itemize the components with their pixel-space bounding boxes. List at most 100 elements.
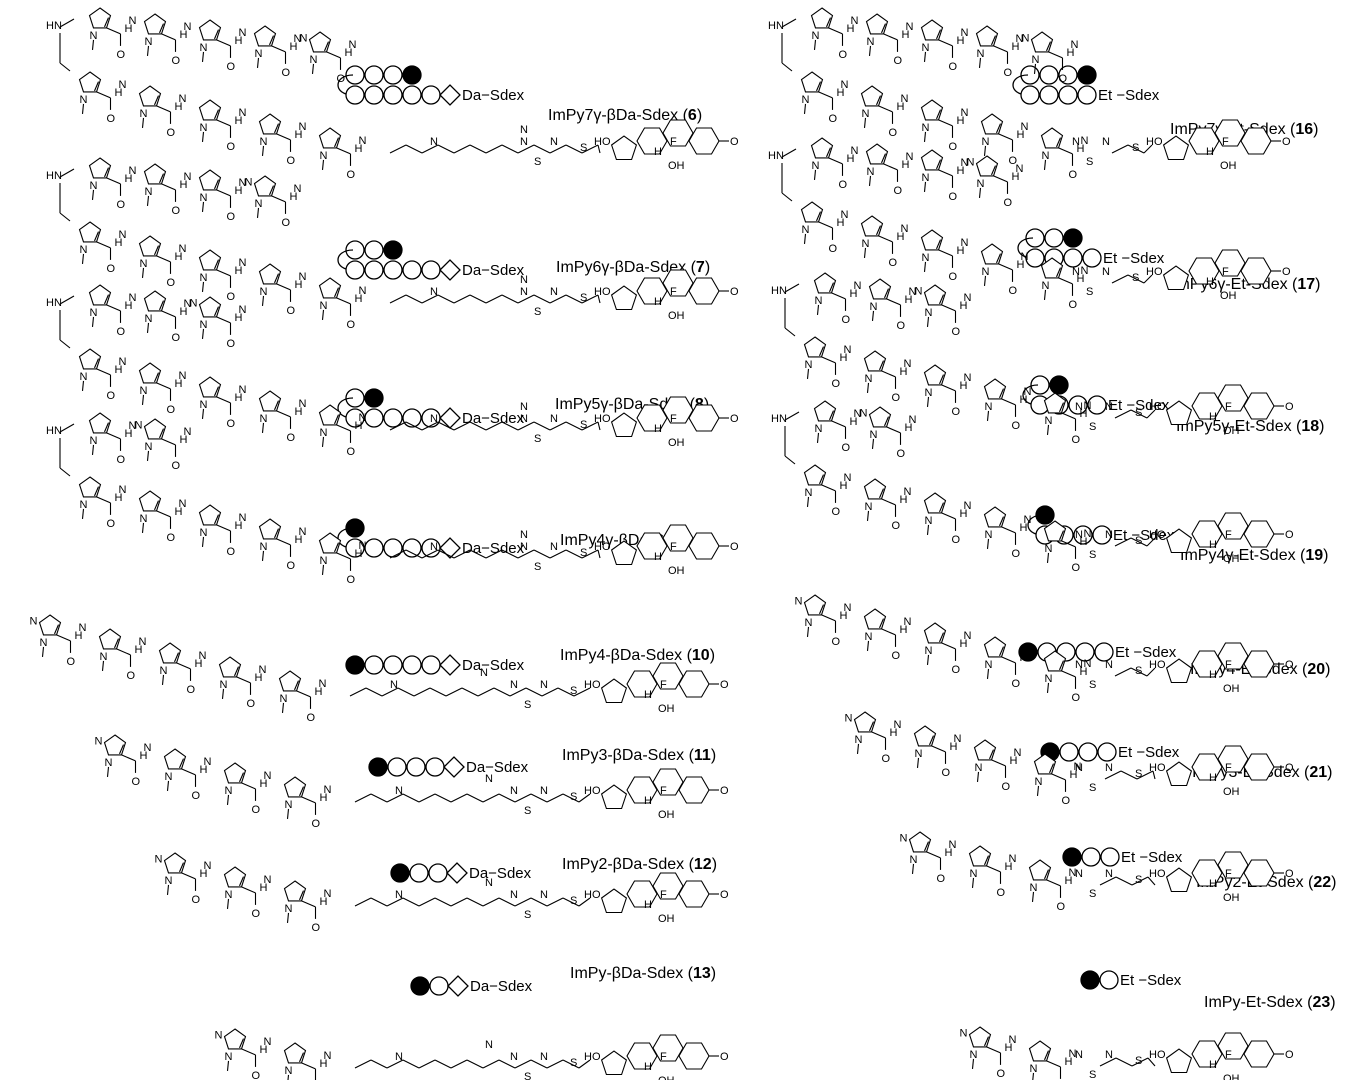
pyrrole-circle [1058, 65, 1078, 85]
thiourea-n: N [1075, 762, 1083, 774]
amide-h: H [1020, 394, 1028, 406]
amide-n: N [259, 664, 267, 676]
amide-h: H [195, 658, 203, 670]
pyrrole-ring [78, 348, 102, 370]
amide-h: H [1077, 273, 1085, 285]
double-bond [103, 294, 110, 305]
linker-bond [509, 687, 527, 697]
ring-nitrogen: N [320, 555, 328, 567]
n-methyl [201, 408, 205, 419]
amide-h: H [355, 420, 363, 432]
compound-name: ImPy3-βDa-Sdex (11) [562, 747, 716, 764]
amide-bond [828, 27, 843, 35]
pyrrole-circle [1058, 85, 1078, 105]
pyrrole-circle [345, 240, 365, 260]
ring-nitrogen: N [285, 799, 293, 811]
ring-nitrogen: N [812, 30, 820, 42]
n-methyl [978, 57, 982, 68]
pyrrole-ring [923, 492, 947, 514]
ketone-oxygen: O [1285, 401, 1294, 413]
linker-bond [421, 144, 439, 154]
pyrrole-circle [1099, 970, 1119, 990]
linker-bond [1099, 1057, 1117, 1067]
double-bond [1058, 530, 1065, 541]
pyrrole-ring [138, 85, 162, 107]
hydroxyl: OH [658, 913, 675, 925]
gamma-nh: HN [46, 425, 62, 437]
compound-number: 7 [696, 259, 705, 276]
fluorine: F [1225, 401, 1232, 413]
linker-bond [477, 687, 495, 697]
amide-bond [106, 432, 121, 440]
amide-n: N [119, 229, 127, 241]
amide-h: H [295, 406, 303, 418]
steroid-ring-b [652, 662, 684, 690]
ring-nitrogen: N [985, 529, 993, 541]
linker-bond [546, 793, 564, 803]
linker-bond [557, 687, 575, 697]
double-bond [298, 1052, 305, 1063]
steroid-ring-d [610, 135, 638, 161]
amide-n: N [239, 27, 247, 39]
pyrrole-ring [318, 532, 342, 554]
n-methyl [321, 564, 325, 575]
linker-bond [1114, 409, 1132, 419]
ring-nitrogen: N [200, 42, 208, 54]
thioether-s: S [1135, 665, 1142, 677]
pyrrole-ring [143, 290, 167, 312]
steroid-ring-d [610, 412, 638, 438]
n-methyl [986, 410, 990, 421]
amide-h: H [900, 494, 908, 506]
carbonyl-oxygen: O [227, 141, 236, 153]
pyrrole-circle [1063, 248, 1083, 268]
steroid-ring-a [678, 776, 710, 804]
n-methyl [803, 233, 807, 244]
n-methyl [1036, 785, 1040, 796]
gamma-bond [781, 18, 797, 28]
thiourea-s: S [1089, 679, 1096, 691]
linker-bond [450, 897, 468, 907]
amide-n: N [851, 145, 859, 157]
n-methyl [1043, 289, 1047, 300]
n-methyl [1046, 552, 1050, 563]
double-bond [825, 17, 832, 28]
steroid-ring-a [1243, 1040, 1275, 1068]
pyrrole-ring [278, 670, 302, 692]
schematic-suffix: Da−Sdex [469, 865, 532, 882]
amide-h: H [295, 279, 303, 291]
amide-bond [818, 91, 833, 99]
gamma-bond [781, 148, 797, 158]
amide-bond [216, 524, 231, 532]
n-methyl [866, 382, 870, 393]
double-bond [333, 414, 340, 425]
amide-n: N [1081, 265, 1089, 277]
ketone-oxygen: O [730, 413, 739, 425]
linker-bond [386, 1059, 404, 1069]
gamma-bond [59, 168, 75, 178]
double-bond [928, 735, 935, 746]
double-bond [995, 253, 1002, 264]
amide-h: H [115, 492, 123, 504]
linker-bond [402, 897, 420, 907]
ring-nitrogen: N [922, 122, 930, 134]
linker-bond [389, 421, 407, 431]
pyrrole-circle [345, 408, 365, 428]
schematic-cartoon: Et −Sdex [1080, 970, 1182, 990]
schematic-suffix: Da−Sdex [462, 657, 525, 674]
compound-name: ImPy-Et-Sdex (23) [1204, 994, 1336, 1011]
amide-h: H [355, 293, 363, 305]
ring-nitrogen: N [870, 301, 878, 313]
amide-n: N [1084, 658, 1092, 670]
compound-number: 23 [1312, 994, 1330, 1011]
steroid-ring-d [1165, 658, 1193, 684]
ring-h: H [1209, 772, 1217, 784]
hydroxyl: OH [658, 703, 675, 715]
carbonyl-oxygen: O [227, 338, 236, 350]
thiourea-s: S [524, 805, 531, 817]
pyrrole-ring [973, 739, 997, 761]
double-bond [273, 123, 280, 134]
n-methyl [923, 261, 927, 272]
amide-n: N [841, 209, 849, 221]
linker-bond [421, 549, 439, 559]
